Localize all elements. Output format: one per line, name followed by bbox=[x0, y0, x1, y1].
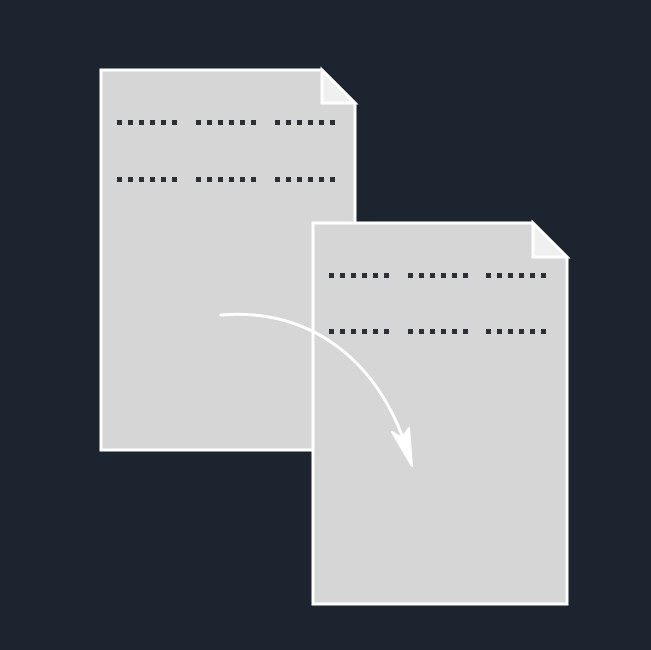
source-document-text-lines bbox=[117, 120, 335, 182]
curved-arrow-icon bbox=[219, 312, 413, 467]
text-line bbox=[117, 177, 335, 182]
arrow-head bbox=[391, 427, 413, 467]
arrow-shaft bbox=[219, 312, 405, 440]
target-document-text-lines bbox=[329, 273, 546, 334]
text-line bbox=[117, 120, 335, 125]
text-line bbox=[329, 273, 546, 278]
source-document-fold bbox=[320, 66, 359, 105]
target-document-fold bbox=[531, 219, 571, 259]
target-document-icon bbox=[311, 219, 571, 606]
text-line bbox=[329, 329, 546, 334]
target-document-page bbox=[311, 221, 569, 606]
